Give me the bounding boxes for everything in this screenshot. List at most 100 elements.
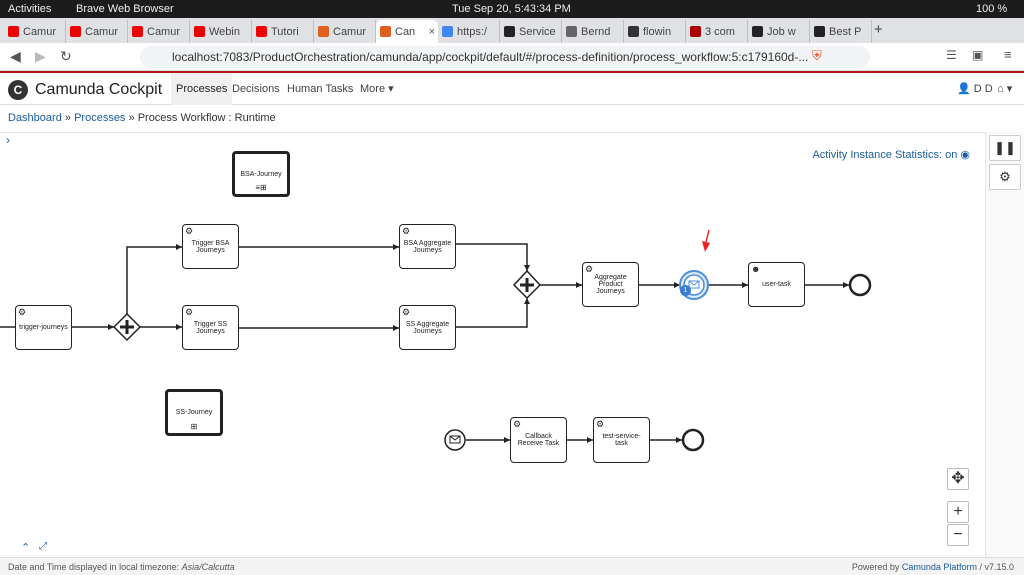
tab-label: Camur [333,25,367,38]
tab-favicon-icon [194,26,205,37]
service-task-gear-icon: ⚙ [185,226,194,236]
url-input[interactable]: localhost:7083/ProductOrchestration/camu… [140,46,870,68]
browser-menu-icon[interactable]: ≡ [1004,47,1012,62]
tab-favicon-icon [814,26,825,37]
user-name: D D [973,83,993,95]
app-title[interactable]: Camunda Cockpit [35,81,163,98]
menu-more-label: More [360,83,386,95]
browser-tab[interactable]: Camur [128,20,190,43]
collapsed-subprocess-icon: ⊞ [190,422,198,431]
task-label: SS Aggregate Journeys [405,320,450,335]
brave-shields-icon[interactable]: ⛨ [812,48,822,63]
tab-favicon-icon [70,26,81,37]
task-label: Callback Receive Task [517,433,560,447]
collapse-icon[interactable]: ⌃ [21,542,31,554]
parallel-gateway-join[interactable] [512,269,542,300]
browser-tab[interactable]: Webin [190,20,252,43]
service-task-gear-icon: ⚙ [402,226,411,236]
tab-label: https:/ [457,25,487,38]
menu-decisions[interactable]: Decisions [232,83,280,95]
tab-label: Webin [209,25,240,38]
task-ss-aggregate-journeys[interactable]: ⚙ SS Aggregate Journeys [399,305,456,350]
tab-label: 3 com [705,25,735,38]
zoom-in-button[interactable]: + [947,501,969,523]
tab-label: Camur [85,25,119,38]
stats-label: Activity Instance Statistics: on [812,149,958,161]
close-tab-icon[interactable]: × [428,25,435,38]
reload-icon[interactable]: ↻ [60,48,72,64]
breadcrumb-processes[interactable]: Processes [74,112,126,124]
breadcrumb: Dashboard » Processes » Process Workflow… [8,112,276,124]
pause-icon[interactable]: ❚❚ [989,135,1021,161]
browser-tab[interactable]: 3 com [686,20,748,43]
camunda-logo-icon[interactable]: C [8,80,28,100]
home-icon[interactable]: ⌂ ▾ [997,83,1013,95]
settings-gear-icon[interactable]: ⚙ [989,164,1021,190]
browser-app-name[interactable]: Brave Web Browser [76,3,174,15]
browser-tab[interactable]: Camur [4,20,66,43]
tab-favicon-icon [690,26,701,37]
wallet-icon[interactable]: ▣ [972,48,984,62]
task-label: Trigger SS Journeys [193,320,228,335]
task-callback-receive-task[interactable]: ⚙ Callback Receive Task [510,417,567,463]
breadcrumb-dashboard[interactable]: Dashboard [8,112,62,124]
playlist-icon[interactable]: ☰ [946,48,957,62]
forward-icon[interactable]: ▶ [35,48,46,64]
activity-instance-statistics-toggle[interactable]: Activity Instance Statistics: on ◉ [812,148,970,161]
service-task-gear-icon: ⚙ [402,307,411,317]
new-tab-icon[interactable]: + [874,21,883,38]
message-start-event[interactable] [444,429,466,451]
parallel-gateway-split[interactable] [112,312,142,342]
zoom-out-button[interactable]: − [947,524,969,546]
browser-tab-strip: Camur Camur Camur Webin Tutori Camur Can× https… [0,18,1024,43]
tab-label: Camur [147,25,181,38]
end-event[interactable] [848,273,872,297]
tab-label: flowin [643,25,672,38]
browser-tab[interactable]: Best P [810,20,872,43]
tab-favicon-icon [752,26,763,37]
bpmn-diagram-canvas[interactable]: › Activity Instance Statistics: on ◉ [0,132,985,557]
task-bsa-aggregate-journeys[interactable]: ⚙ BSA Aggregate Journeys [399,224,456,269]
service-task-gear-icon: ⚙ [596,419,605,429]
browser-tab[interactable]: Camur [66,20,128,43]
task-test-service-task[interactable]: ⚙ test-service-task [593,417,650,463]
task-label: BSA-Journey [240,170,282,178]
task-trigger-bsa-journeys[interactable]: ⚙ Trigger BSA Journeys [182,224,239,269]
tab-favicon-icon [380,26,391,37]
task-trigger-journeys[interactable]: ⚙ trigger-journeys [15,305,72,350]
end-event-2[interactable] [681,428,705,452]
red-annotation-arrowhead [702,241,710,252]
browser-tab[interactable]: https:/ [438,20,500,43]
user-menu[interactable]: 👤 D D [957,83,993,95]
subprocess-bsa-journey[interactable]: BSA-Journey ≡⊞ [232,151,290,197]
browser-tab[interactable]: Job w [748,20,810,43]
instance-count-badge[interactable]: 1 [680,285,691,296]
browser-tab[interactable]: flowin [624,20,686,43]
subprocess-ss-journey[interactable]: SS-Journey ⊞ [165,389,223,436]
menu-processes[interactable]: Processes [171,73,233,105]
task-label: BSA Aggregate Journeys [403,239,452,254]
task-user-task[interactable]: ☻ user-task [748,262,805,307]
browser-tab[interactable]: Service [500,20,562,43]
browser-tab[interactable]: Tutori [252,20,314,43]
sequence-flows [0,229,872,452]
camunda-platform-link[interactable]: Camunda Platform [901,562,977,572]
os-top-bar: Activities Brave Web Browser Tue Sep 20,… [0,0,1024,18]
reset-zoom-icon[interactable]: ✥ [947,468,969,490]
task-label: Trigger BSA Journeys [191,239,230,254]
task-aggregate-product-journeys[interactable]: ⚙ Aggregate Product Journeys [582,262,639,307]
back-icon[interactable]: ◀ [10,48,21,64]
task-trigger-ss-journeys[interactable]: ⚙ Trigger SS Journeys [182,305,239,350]
browser-tab[interactable]: Camur [314,20,376,43]
activities-button[interactable]: Activities [8,3,52,15]
red-annotation-arrow [705,229,710,243]
clock[interactable]: Tue Sep 20, 5:43:34 PM [452,3,571,15]
expand-arrows-icon[interactable]: ⤢ [39,541,47,552]
menu-human-tasks[interactable]: Human Tasks [287,83,354,95]
browser-tab[interactable]: Bernd [562,20,624,43]
address-bar-row: ◀ ▶ ↻ ☐ localhost:7083/ProductOrchestrat… [0,43,1024,71]
expand-sidebar-icon[interactable]: › [6,133,10,147]
browser-tab[interactable]: Can× [376,20,438,43]
menu-more[interactable]: More ▾ [360,83,394,95]
battery-status[interactable]: 100 % [976,3,1008,15]
